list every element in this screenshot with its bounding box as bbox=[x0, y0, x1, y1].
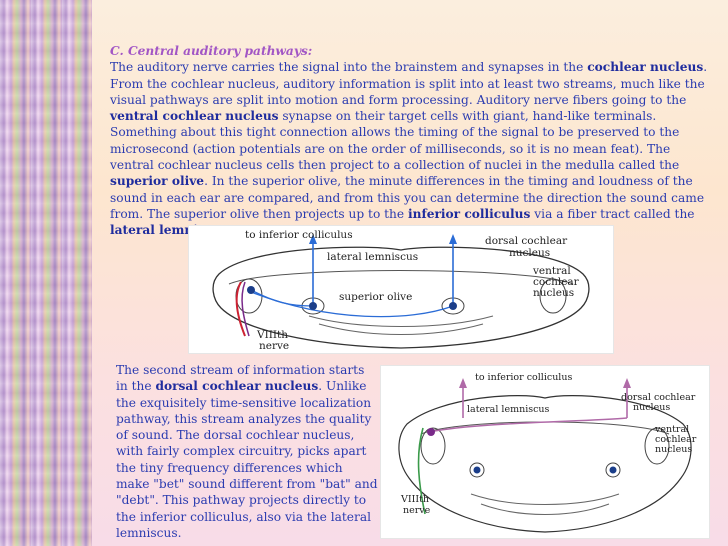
label2-dorsal-1: dorsal cochlear bbox=[621, 392, 696, 403]
label-lateral-lemniscus: lateral lemniscus bbox=[327, 251, 418, 263]
vcn-cell bbox=[247, 286, 255, 294]
lower-contour-4 bbox=[480, 503, 610, 515]
label2-ventral-1: ventral bbox=[654, 424, 689, 435]
label-superior-olive: superior olive bbox=[339, 291, 412, 303]
central-auditory-paragraph: C. Central auditory pathways: The auditor… bbox=[110, 43, 712, 239]
label-ventral-2: cochlear bbox=[533, 276, 580, 288]
left-arrow-2 bbox=[459, 378, 467, 388]
left-cochlear-nucleus-2 bbox=[420, 427, 446, 465]
label2-viiith: VIIIth bbox=[400, 494, 429, 505]
superior-olive-diagram: to inferior colliculus lateral lemniscus… bbox=[188, 225, 614, 354]
term-cochlear-nucleus: cochlear nucleus bbox=[587, 60, 704, 75]
label-viiith: VIIIth bbox=[256, 329, 288, 341]
label-dorsal-cochlear-2: nucleus bbox=[509, 247, 550, 259]
term-superior-olive: superior olive bbox=[110, 174, 205, 189]
auditory-nerve-red bbox=[235, 281, 246, 337]
left-olive-cell bbox=[309, 302, 317, 310]
decorative-sidebar bbox=[0, 0, 92, 546]
p1-text-f: via a fiber tract called the bbox=[530, 206, 695, 221]
lower-contour-3 bbox=[470, 493, 620, 505]
p2-text-c: . Unlike the exquisitely time-sensitive … bbox=[116, 379, 378, 540]
lower-contour-2 bbox=[318, 323, 484, 335]
p1-text-c: . From the cochlear nucleus, auditory in… bbox=[110, 60, 708, 107]
p1-text-a: The auditory nerve carries the signal in… bbox=[110, 60, 588, 75]
label2-ventral-2: cochlear bbox=[655, 434, 697, 445]
brainstem-diagram-2: to inferior colliculus lateral lemniscus… bbox=[398, 372, 697, 533]
inner-contour bbox=[228, 270, 574, 285]
lower-contour-1 bbox=[308, 315, 494, 327]
dcn-cell bbox=[427, 428, 435, 436]
label2-ventral-3: nucleus bbox=[655, 444, 692, 455]
right-cochlear-nucleus bbox=[539, 278, 567, 314]
label-ventral-1: ventral bbox=[532, 265, 571, 277]
nerve-green bbox=[417, 427, 426, 515]
left-olive-2 bbox=[469, 462, 485, 478]
right-olive-cell bbox=[449, 302, 457, 310]
dorsal-cochlear-diagram: to inferior colliculus lateral lemniscus… bbox=[380, 365, 710, 539]
p2-text-a: The second stream of information starts … bbox=[116, 363, 365, 394]
right-cochlear-nucleus-2 bbox=[644, 427, 670, 465]
right-arrow-up bbox=[449, 234, 457, 244]
term-dorsal-cochlear-nucleus: dorsal cochlear nucleus bbox=[155, 379, 319, 394]
brainstem-outline bbox=[212, 246, 590, 349]
label-nerve: nerve bbox=[259, 340, 289, 352]
label2-lateral: lateral lemniscus bbox=[467, 404, 550, 415]
label2-nerve: nerve bbox=[403, 505, 431, 516]
term-inferior-colliculus: inferior colliculus bbox=[408, 206, 531, 221]
brainstem-diagram-1: to inferior colliculus lateral lemniscus… bbox=[212, 229, 590, 352]
label-to-inferior-colliculus: to inferior colliculus bbox=[245, 229, 353, 241]
section-heading: C. Central auditory pathways: bbox=[110, 44, 313, 58]
right-olive-2 bbox=[605, 462, 621, 478]
second-stream-paragraph: The second stream of information starts … bbox=[116, 362, 378, 541]
label2-dorsal-2: nucleus bbox=[633, 402, 670, 413]
olive-cell-right-2 bbox=[609, 466, 617, 474]
auditory-nerve-purple bbox=[241, 281, 250, 337]
label2-to-ic: to inferior colliculus bbox=[475, 372, 572, 383]
p1-text-e: . In the superior olive, the minute diff… bbox=[110, 174, 705, 221]
term-ventral-cochlear-nucleus: ventral cochlear nucleus bbox=[110, 109, 279, 124]
dcn-projection bbox=[428, 417, 628, 433]
left-arrow-up bbox=[309, 234, 317, 244]
olive-cell-left-2 bbox=[473, 466, 481, 474]
label-ventral-3: nucleus bbox=[533, 287, 574, 299]
brainstem-outline-2 bbox=[398, 395, 692, 533]
p1-text-d: synapse on their target cells with giant… bbox=[110, 109, 680, 173]
right-arrow-2 bbox=[623, 378, 631, 388]
label-dorsal-cochlear-1: dorsal cochlear bbox=[485, 235, 568, 247]
contra-projection bbox=[250, 291, 454, 318]
